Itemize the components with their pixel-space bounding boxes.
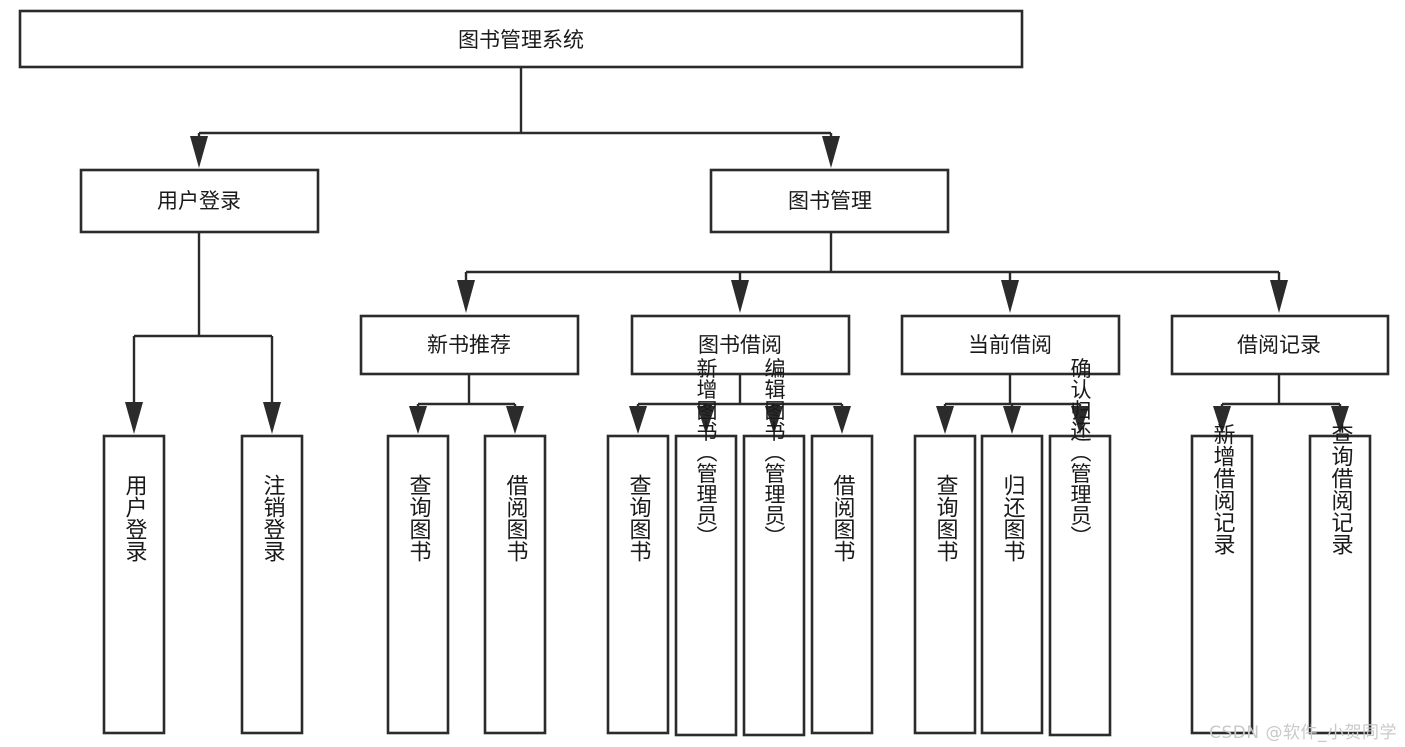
leaf-current-borrow-3-box[interactable] [1048, 434, 1112, 737]
leaf-current-borrow-1-box[interactable] [913, 434, 977, 735]
node-borrow-record-label: 借阅记录 [1237, 333, 1321, 357]
node-book-management-label: 图书管理 [788, 189, 872, 213]
arrow-head-leaf-logout [263, 402, 281, 434]
arrow-head-nb-leaf-1 [409, 406, 427, 434]
leaf-book-borrow-3[interactable]: 编辑图书（管理员） [742, 358, 806, 737]
leaf-new-book-2-label: 借阅图书 [503, 474, 529, 562]
leaf-current-borrow-1[interactable]: 查询图书 [913, 434, 977, 735]
node-borrow-record[interactable]: 借阅记录 [1170, 314, 1390, 376]
leaf-user-login-1-box[interactable] [102, 434, 166, 735]
leaf-user-login-1[interactable]: 用户登录 [102, 434, 166, 735]
arrow-head-cb-leaf-1 [936, 406, 954, 434]
leaf-book-borrow-2-label: 新增图书（管理员） [694, 358, 718, 547]
arrow-head-nb-leaf-2 [506, 406, 524, 434]
leaf-book-borrow-1-box[interactable] [606, 434, 670, 735]
node-book-borrow-label: 图书借阅 [698, 333, 782, 357]
connector-group-book-borrow [629, 374, 851, 434]
node-book-borrow[interactable]: 图书借阅 [630, 314, 851, 376]
leaf-book-borrow-1-label: 查询图书 [626, 474, 652, 562]
arrow-head-leaf-user-login [125, 402, 143, 434]
leaf-book-borrow-2[interactable]: 新增图书（管理员） [674, 358, 738, 737]
arrow-head-book-borrow [731, 280, 749, 313]
node-book-management[interactable]: 图书管理 [709, 168, 950, 234]
leaf-borrow-record-1-box[interactable] [1190, 434, 1254, 735]
node-new-book-recommend-label: 新书推荐 [427, 333, 511, 357]
arrow-head-user-login [190, 136, 208, 168]
arrow-head-bb-leaf-3 [765, 406, 783, 434]
leaf-current-borrow-3[interactable]: 确认归还（管理员） [1048, 358, 1112, 737]
node-user-login-label: 用户登录 [157, 189, 241, 213]
node-book-management-box[interactable] [709, 168, 950, 234]
node-current-borrow-box[interactable] [900, 314, 1121, 376]
leaf-current-borrow-2[interactable]: 归还图书 [980, 434, 1044, 735]
connector-group-root [190, 67, 840, 168]
arrow-head-bb-leaf-2 [697, 406, 715, 434]
arrow-head-borrow-record [1270, 280, 1288, 313]
arrow-head-book-mgmt [822, 136, 840, 168]
arrow-head-bb-leaf-1 [629, 406, 647, 434]
node-borrow-record-box[interactable] [1170, 314, 1390, 376]
leaf-user-login-2-label: 注销登录 [260, 474, 286, 562]
leaf-borrow-record-2-box[interactable] [1308, 434, 1372, 735]
connector-group-user-login [125, 232, 281, 434]
arrow-head-cb-leaf-3 [1071, 406, 1089, 434]
arrow-head-br-leaf-1 [1213, 406, 1231, 434]
leaf-new-book-2[interactable]: 借阅图书 [483, 434, 547, 735]
leaf-borrow-record-2-label: 查询借阅记录 [1328, 423, 1354, 555]
node-current-borrow[interactable]: 当前借阅 [900, 314, 1121, 376]
leaf-new-book-1[interactable]: 查询图书 [386, 434, 450, 735]
connector-group-new-book [409, 374, 524, 434]
arrow-head-current-borrow [1001, 280, 1019, 313]
node-root[interactable]: 图书管理系统 [18, 9, 1024, 69]
node-root-box[interactable] [18, 9, 1024, 69]
leaf-new-book-2-box[interactable] [483, 434, 547, 735]
leaf-current-borrow-2-label: 归还图书 [1000, 474, 1026, 562]
csdn-watermark: CSDN @软件_小贺同学 [1209, 723, 1397, 743]
leaf-user-login-1-label: 用户登录 [122, 474, 148, 562]
leaf-book-borrow-1[interactable]: 查询图书 [606, 434, 670, 735]
leaf-new-book-1-label: 查询图书 [406, 474, 432, 562]
leaf-book-borrow-3-box[interactable] [742, 434, 806, 737]
node-root-label: 图书管理系统 [458, 28, 584, 52]
leaf-user-login-2-box[interactable] [240, 434, 304, 735]
leaf-user-login-2[interactable]: 注销登录 [240, 434, 304, 735]
node-new-book-recommend-box[interactable] [359, 314, 580, 376]
node-book-borrow-box[interactable] [630, 314, 851, 376]
connector-group-borrow-record [1213, 374, 1349, 434]
leaf-book-borrow-4[interactable]: 借阅图书 [810, 434, 874, 735]
node-user-login[interactable]: 用户登录 [79, 168, 320, 234]
leaf-book-borrow-3-label: 编辑图书（管理员） [762, 358, 786, 547]
leaf-book-borrow-2-box[interactable] [674, 434, 738, 737]
arrow-head-new-book [457, 280, 475, 313]
leaf-new-book-1-box[interactable] [386, 434, 450, 735]
connector-group-current-borrow [936, 374, 1089, 434]
leaf-current-borrow-2-box[interactable] [980, 434, 1044, 735]
arrow-head-cb-leaf-2 [1003, 406, 1021, 434]
arrow-head-bb-leaf-4 [833, 406, 851, 434]
node-new-book-recommend[interactable]: 新书推荐 [359, 314, 580, 376]
leaf-book-borrow-4-box[interactable] [810, 434, 874, 735]
leaf-current-borrow-1-label: 查询图书 [933, 474, 959, 562]
leaf-book-borrow-4-label: 借阅图书 [830, 474, 856, 562]
arrow-head-br-leaf-2 [1331, 406, 1349, 434]
node-current-borrow-label: 当前借阅 [968, 333, 1052, 357]
leaf-current-borrow-3-label: 确认归还（管理员） [1068, 358, 1092, 547]
leaf-borrow-record-1-label: 新增借阅记录 [1210, 423, 1236, 555]
leaf-borrow-record-2[interactable]: 查询借阅记录 [1308, 423, 1372, 735]
node-user-login-box[interactable] [79, 168, 320, 234]
connector-group-book-mgmt [457, 232, 1288, 313]
leaf-borrow-record-1[interactable]: 新增借阅记录 [1190, 423, 1254, 735]
